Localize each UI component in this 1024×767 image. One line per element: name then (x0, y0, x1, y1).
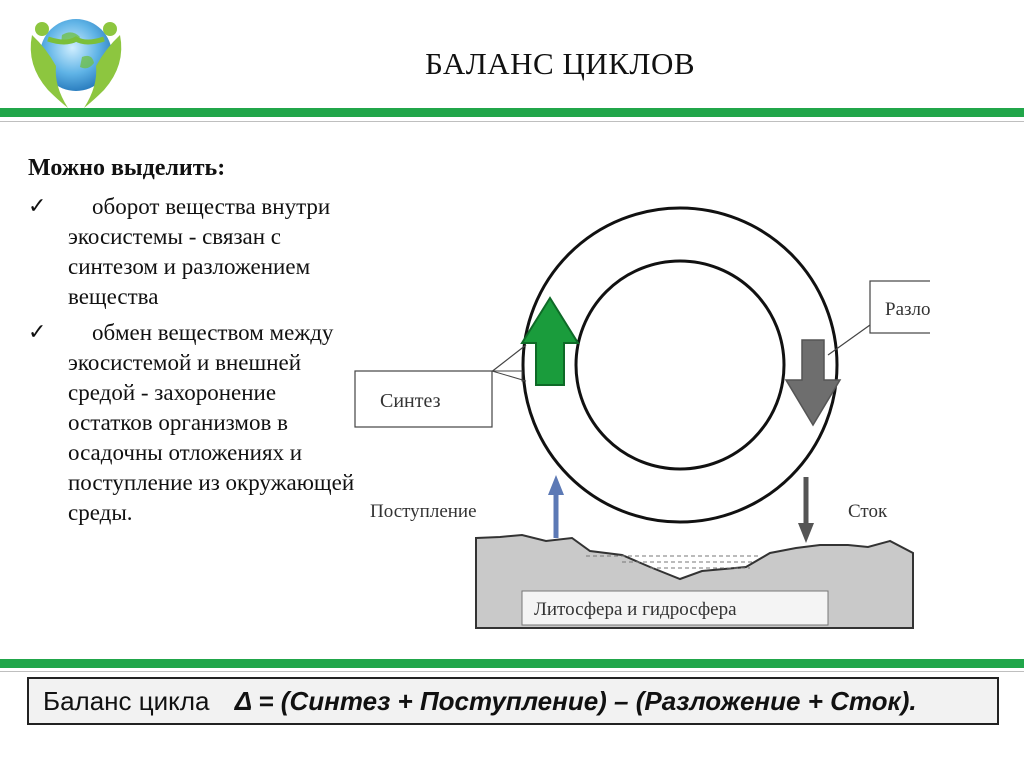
lead-text: Можно выделить: (28, 155, 226, 181)
header-divider (0, 108, 1024, 117)
footer-thin-line (0, 671, 1024, 672)
eco-globe-logo-icon (12, 5, 140, 113)
synthesis-label-box (354, 370, 493, 428)
inner-ring (574, 259, 786, 471)
ground-label-box (521, 590, 829, 626)
decomposition-label-box (869, 280, 930, 334)
ground-label: Литосфера и гидросфера (534, 599, 737, 620)
bullet-text: оборот вещества внутри экосистемы - связ… (68, 194, 331, 309)
synthesis-label: Синтез (380, 390, 441, 412)
runoff-label: Сток (848, 501, 888, 522)
checkmark-icon: ✓ (28, 194, 47, 219)
page-title: БАЛАНС ЦИКЛОВ (424, 46, 696, 81)
formula-expression: Δ = (Синтез + Поступление) – (Разложение… (234, 686, 917, 716)
bullet-item: ✓ оборот вещества внутри экосистемы - св… (28, 192, 363, 312)
decomposition-label: Разложение (885, 299, 930, 320)
header-thin-line (0, 121, 1024, 122)
synthesis-arrow-icon (520, 296, 580, 386)
bullet-text: обмен веществом между экосистемой и внеш… (68, 320, 355, 525)
cycle-diagram: Синтез Разложение Поступление Сток Литос… (354, 206, 930, 629)
checkmark-icon: ✓ (28, 320, 47, 345)
decomposition-arrow-icon (784, 339, 842, 427)
balance-formula: Баланс цикла Δ = (Синтез + Поступление) … (27, 677, 999, 725)
footer-divider (0, 659, 1024, 668)
text-block: Можно выделить: ✓ оборот вещества внутри… (28, 155, 363, 534)
formula-label: Баланс цикла (43, 686, 210, 716)
inflow-label: Поступление (370, 501, 477, 522)
bullet-item: ✓ обмен веществом между экосистемой и вн… (28, 318, 363, 528)
